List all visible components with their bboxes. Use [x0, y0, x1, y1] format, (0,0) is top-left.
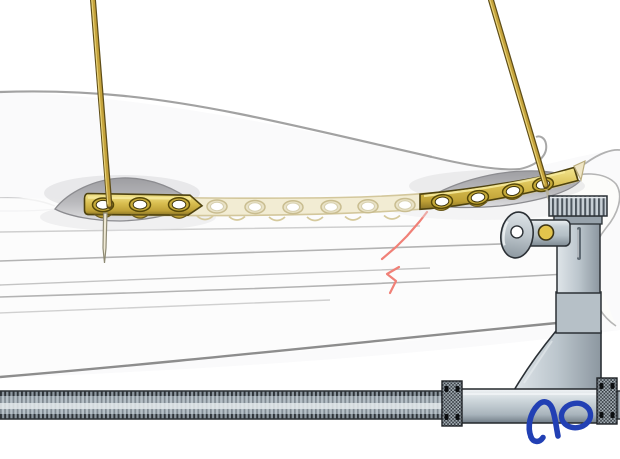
distractor-post-lower [555, 291, 602, 334]
knurled-nut-right [596, 377, 618, 425]
bone-line-2 [0, 241, 561, 262]
leg-bottom-contour [0, 317, 599, 379]
plate-scallops-pale [196, 214, 401, 222]
plate-holes-under-skin [206, 197, 416, 215]
gold-pin [537, 224, 555, 241]
ao-logo-letter-o [558, 400, 594, 431]
bone-line-1 [0, 225, 421, 233]
bone-line-3 [0, 267, 431, 286]
ankle-fold-curl [519, 135, 548, 170]
disc-knob-hole [510, 225, 524, 239]
k-wire-left [90, 0, 113, 264]
bone-line-5 [0, 299, 331, 314]
distractor-knurled-cap [548, 195, 608, 217]
bone-line-4 [0, 271, 601, 298]
ao-logo: AO [526, 399, 594, 445]
fracture-upper [380, 210, 429, 261]
distractor-foot-highlight [523, 340, 553, 384]
ao-logo-letter-a [526, 399, 561, 440]
fracture-lower [385, 265, 401, 295]
plate-right-highlight [423, 170, 566, 198]
plate-tip [573, 159, 586, 182]
skin-top-contour [0, 90, 433, 159]
ao-logo-letter-a-curl [528, 434, 546, 445]
k-wire-left-needle-tip [102, 212, 108, 264]
distractor [0, 195, 620, 427]
k-wires [90, 0, 558, 264]
knurled-nut-left [441, 380, 463, 427]
fracture-line [380, 210, 429, 295]
threaded-rod [0, 390, 620, 420]
distractor-disc-knob [500, 211, 534, 259]
skin-contour-ankle [431, 156, 521, 171]
